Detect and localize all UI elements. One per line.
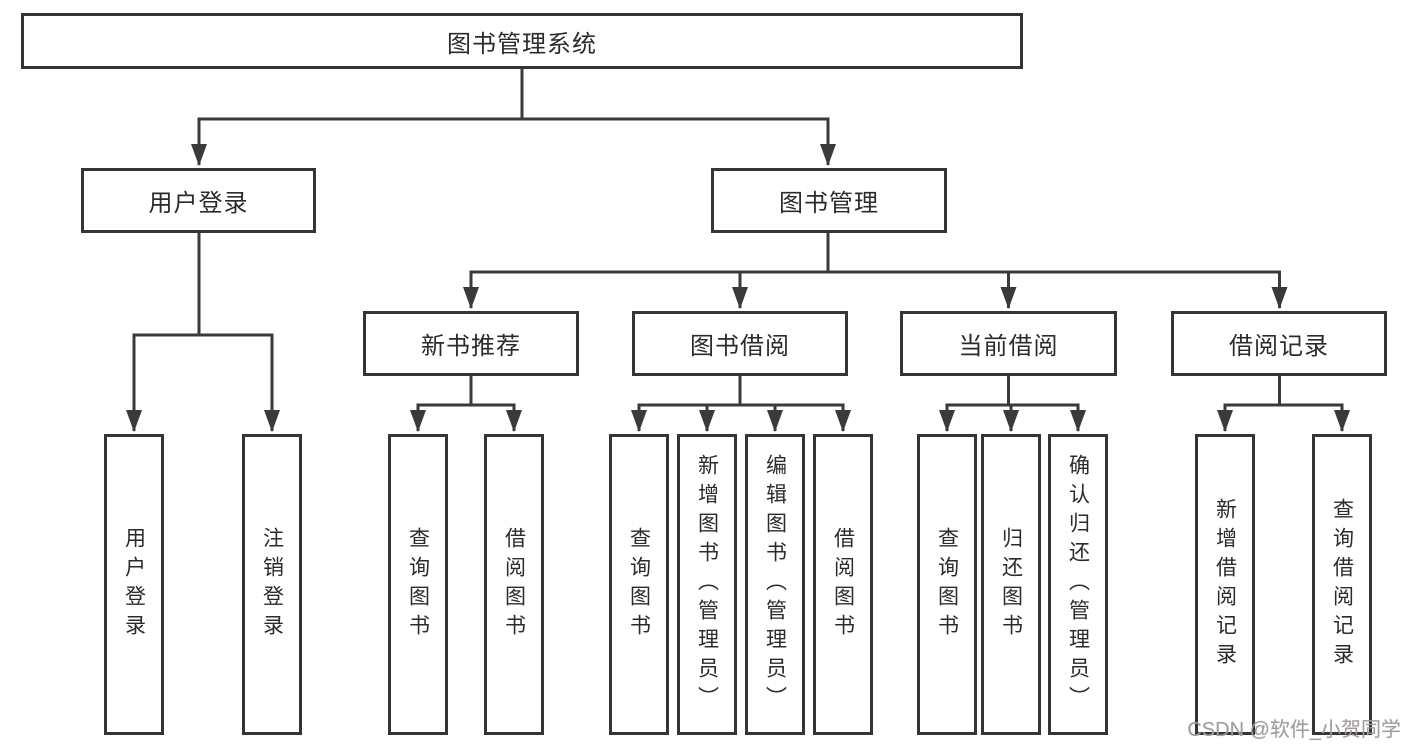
- node-new-book-recommend: 新书推荐: [363, 311, 579, 376]
- node-current-borrow: 当前借阅: [900, 311, 1117, 376]
- leaf-add-borrow-record: 新增借阅记录: [1195, 434, 1255, 735]
- node-book-management: 图书管理: [711, 168, 947, 233]
- csdn-watermark: CSDN @软件_小贺同学: [1187, 719, 1401, 741]
- leaf-borrow-books-newbook: 借阅图书: [484, 434, 544, 735]
- leaf-user-login: 用户登录: [104, 434, 164, 735]
- leaf-query-books-borrow: 查询图书: [609, 434, 669, 735]
- leaf-logout: 注销登录: [242, 434, 302, 735]
- leaf-query-books-newbook: 查询图书: [388, 434, 448, 735]
- leaf-add-book-admin: 新增图书（管理员）: [677, 434, 737, 735]
- node-root: 图书管理系统: [21, 13, 1023, 69]
- leaf-edit-book-admin: 编辑图书（管理员）: [745, 434, 805, 735]
- leaf-confirm-return-admin: 确认归还（管理员）: [1048, 434, 1108, 735]
- leaf-borrow-books-borrow: 借阅图书: [813, 434, 873, 735]
- leaf-query-books-current: 查询图书: [917, 434, 977, 735]
- node-user-login: 用户登录: [81, 168, 316, 233]
- node-book-borrow: 图书借阅: [632, 311, 848, 376]
- leaf-query-borrow-record: 查询借阅记录: [1312, 434, 1372, 735]
- node-borrow-records: 借阅记录: [1171, 311, 1387, 376]
- leaf-return-book: 归还图书: [981, 434, 1041, 735]
